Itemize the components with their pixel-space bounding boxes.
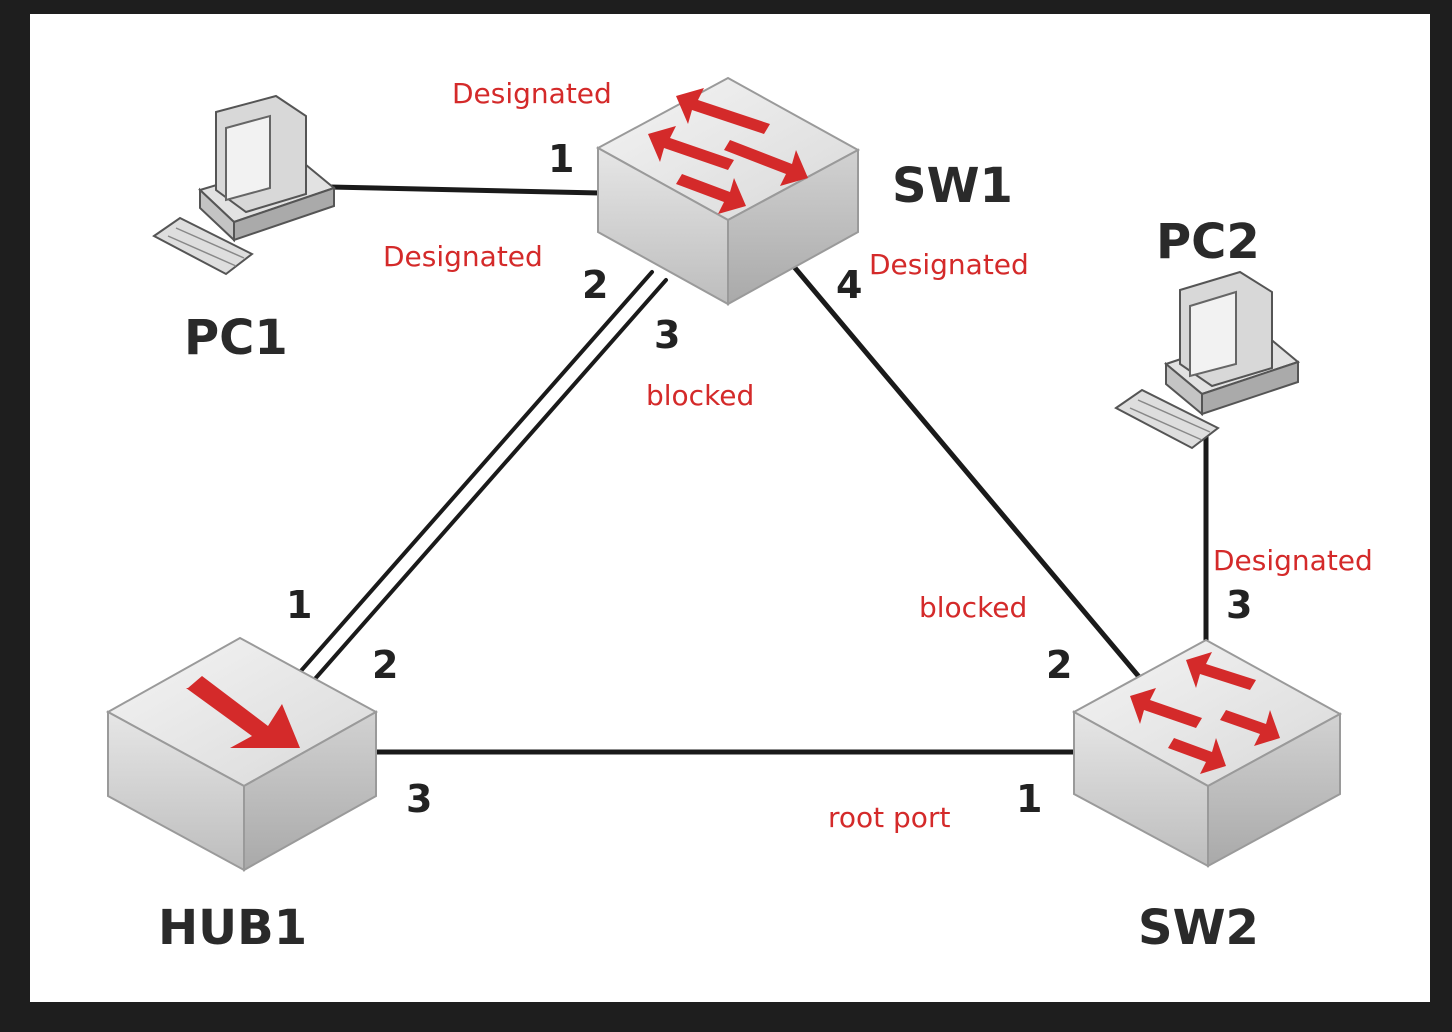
state-sw1-port4: Designated	[869, 248, 1029, 281]
port-hub1-1: 1	[286, 583, 312, 627]
label-pc1: PC1	[184, 310, 288, 366]
label-sw2: SW2	[1138, 900, 1259, 956]
hub-hub1-icon	[105, 636, 379, 872]
state-sw2-port3: Designated	[1213, 544, 1373, 577]
computer-pc2-icon	[1114, 270, 1301, 450]
state-sw1-port2: Designated	[383, 240, 543, 273]
link-pc1-sw1	[327, 184, 603, 196]
state-sw2-port2: blocked	[919, 591, 1027, 624]
links	[298, 184, 1209, 755]
port-sw1-2: 2	[582, 263, 608, 307]
port-hub1-2: 2	[372, 643, 398, 687]
link-sw1-hub1-a	[298, 270, 654, 674]
link-sw1-sw2	[787, 259, 1143, 681]
switch-sw2-icon	[1071, 638, 1343, 868]
port-hub1-3: 3	[406, 777, 432, 821]
switch-sw1-icon	[595, 76, 861, 306]
label-sw1: SW1	[892, 158, 1013, 214]
state-sw1-port1: Designated	[452, 77, 612, 110]
link-sw1-hub1-b	[312, 278, 668, 682]
computer-pc1-icon	[152, 94, 337, 276]
port-sw1-4: 4	[836, 263, 862, 307]
port-sw2-3: 3	[1226, 583, 1252, 627]
port-sw2-2: 2	[1046, 643, 1072, 687]
port-sw1-3: 3	[654, 313, 680, 357]
port-sw1-1: 1	[548, 137, 574, 181]
label-hub1: HUB1	[158, 900, 307, 956]
state-sw2-port1: root port	[828, 801, 950, 834]
state-sw1-port3: blocked	[646, 379, 754, 412]
port-sw2-1: 1	[1016, 777, 1042, 821]
label-pc2: PC2	[1156, 214, 1260, 270]
